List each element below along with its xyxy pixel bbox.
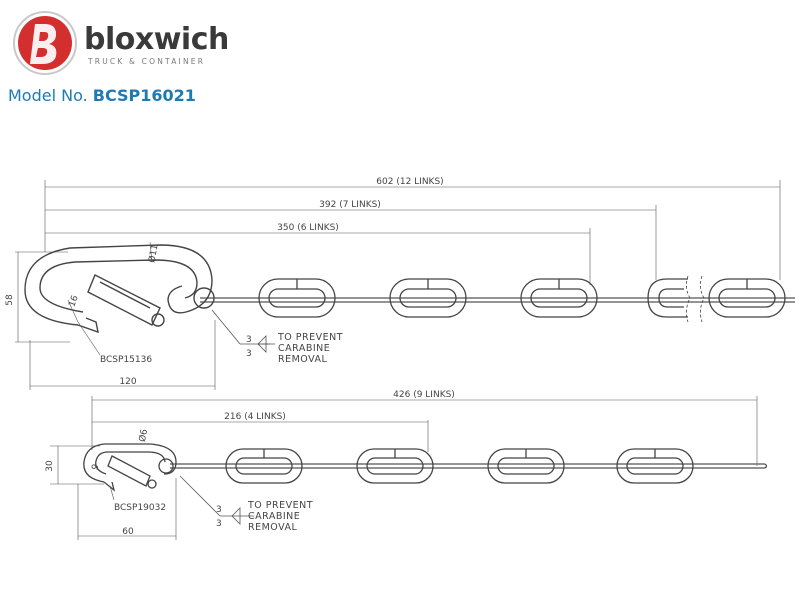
chain-link bbox=[487, 448, 565, 484]
dim-label-hook-width: 60 bbox=[122, 527, 134, 537]
chain-link-partial bbox=[658, 288, 684, 308]
dim-label-wire: Ø6 bbox=[137, 428, 150, 443]
carabiner-hook-large bbox=[24, 244, 215, 334]
dim-label-350: 350 (6 LINKS) bbox=[277, 223, 339, 233]
header: bloxwich TRUCK & CONTAINER Model No. BCS… bbox=[0, 0, 800, 110]
note-line-3: REMOVAL bbox=[278, 354, 328, 365]
dim-label-wire: Ø11 bbox=[147, 243, 161, 263]
dim-label-392: 392 (7 LINKS) bbox=[319, 200, 381, 210]
note-line-1: TO PREVENT bbox=[277, 332, 343, 343]
bloxwich-logo bbox=[13, 11, 77, 75]
chain-link bbox=[616, 448, 694, 484]
model-code: BCSP16021 bbox=[92, 86, 196, 105]
dim-label-hook-height: 58 bbox=[5, 294, 15, 306]
lower-assembly bbox=[50, 396, 768, 540]
note-line-2: CARABINE bbox=[278, 343, 330, 354]
weld-size-a: 3 bbox=[216, 505, 222, 515]
note-line-3: REMOVAL bbox=[248, 522, 298, 533]
model-number: Model No. BCSP16021 bbox=[8, 86, 196, 105]
hook-part-number: BCSP19032 bbox=[114, 503, 166, 513]
hook-part-number: BCSP15136 bbox=[100, 355, 152, 365]
dim-label-216: 216 (4 LINKS) bbox=[224, 412, 286, 422]
upper-assembly bbox=[15, 180, 795, 390]
dim-label-gate: 16 bbox=[67, 294, 80, 308]
leader-line bbox=[149, 241, 153, 263]
chain-link bbox=[225, 448, 303, 484]
weld-symbol bbox=[179, 475, 254, 525]
dim-label-426: 426 (9 LINKS) bbox=[393, 390, 455, 400]
dim-label-602: 602 (12 LINKS) bbox=[376, 177, 443, 187]
brand-tagline: TRUCK & CONTAINER bbox=[88, 57, 206, 66]
dim-label-hook-width: 120 bbox=[119, 377, 136, 387]
weld-size-a: 3 bbox=[246, 335, 252, 345]
carabiner-hook-small bbox=[83, 443, 177, 492]
note-line-1: TO PREVENT bbox=[247, 500, 313, 511]
brand-name: bloxwich bbox=[84, 22, 229, 57]
weld-size-b: 3 bbox=[216, 519, 222, 529]
chain-link-partial bbox=[647, 278, 688, 318]
break-line bbox=[686, 275, 691, 323]
weld-symbol bbox=[211, 309, 275, 353]
chain-link bbox=[356, 448, 434, 484]
leader-line bbox=[77, 321, 101, 356]
leader-line bbox=[67, 299, 79, 323]
note-line-2: CARABINE bbox=[248, 511, 300, 522]
model-prefix: Model No. bbox=[8, 86, 88, 105]
weld-size-b: 3 bbox=[246, 349, 252, 359]
dim-label-gate: 9 bbox=[90, 463, 101, 472]
chain-end bbox=[764, 463, 768, 469]
break-line bbox=[700, 275, 705, 323]
leader-line bbox=[109, 485, 115, 501]
dim-label-hook-height: 30 bbox=[45, 460, 55, 472]
